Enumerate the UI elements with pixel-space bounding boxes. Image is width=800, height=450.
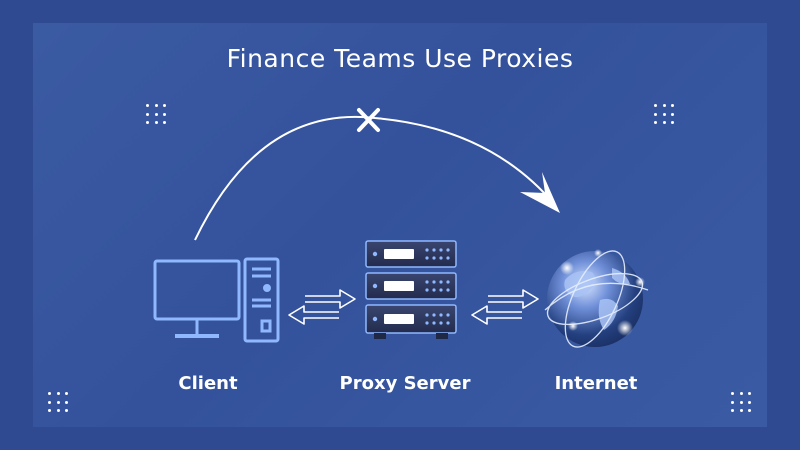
client-label: Client	[178, 373, 238, 394]
direct-connection-arc	[194, 115, 560, 241]
desktop-computer-icon	[153, 257, 280, 343]
x-icon	[357, 108, 380, 132]
diagram-panel	[33, 23, 767, 427]
server-rack-icon	[365, 240, 457, 339]
dot-grid-bottom-left	[48, 392, 70, 414]
arc-arrowhead-icon	[520, 172, 560, 213]
diagram-title: Finance Teams Use Proxies	[226, 44, 574, 73]
bidirectional-arrows-proxy-internet	[471, 289, 539, 325]
bidirectional-arrows-client-proxy	[288, 289, 356, 325]
dot-grid-top-left	[146, 104, 168, 126]
internet-label: Internet	[554, 373, 638, 394]
globe-icon	[544, 249, 649, 348]
dot-grid-top-right	[654, 104, 676, 126]
proxy-server-label: Proxy Server	[339, 373, 471, 394]
dot-grid-bottom-right	[731, 392, 753, 414]
